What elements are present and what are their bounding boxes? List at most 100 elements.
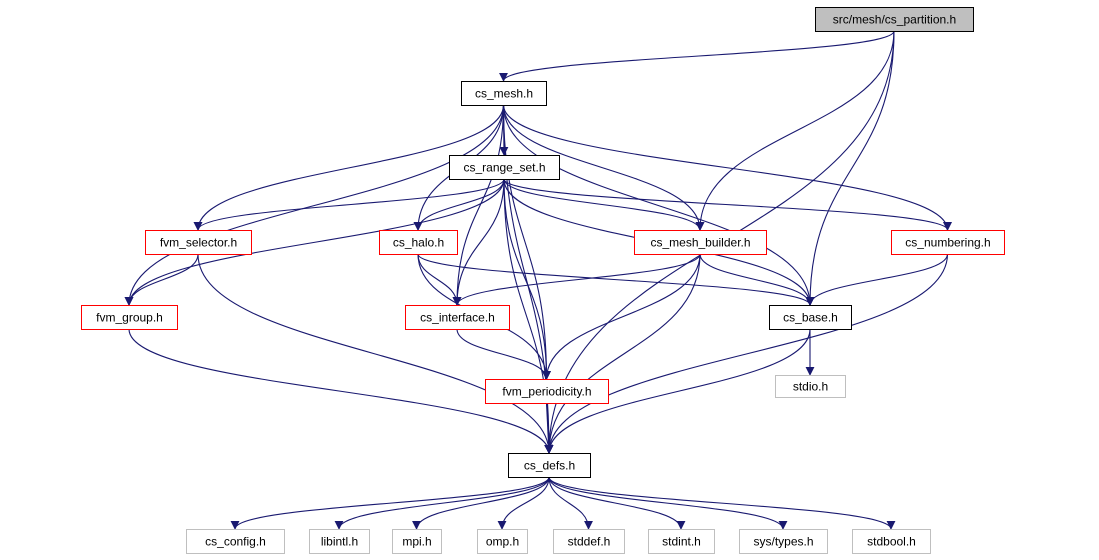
edge-fvm_selector-to-fvm_group <box>124 253 199 306</box>
node-box <box>508 453 591 478</box>
node-box <box>775 375 846 398</box>
edge-cs_range_set-to-cs_interface <box>452 178 505 306</box>
node-stdint: stdint.h <box>648 529 715 554</box>
node-label: fvm_periodicity.h <box>502 385 591 399</box>
node-box <box>485 379 609 404</box>
node-cs-numbering[interactable]: cs_numbering.h <box>891 230 1005 255</box>
node-stddef: stddef.h <box>553 529 625 554</box>
node-label: stdio.h <box>793 380 828 394</box>
edge-cs_range_set-to-fvm_selector <box>193 178 505 231</box>
edge-cs_mesh-to-fvm_selector <box>193 104 505 231</box>
node-cs-mesh-builder[interactable]: cs_mesh_builder.h <box>634 230 767 255</box>
node-label: cs_interface.h <box>420 311 495 325</box>
edge-cs_numbering-to-cs_base <box>805 253 949 306</box>
node-libintl: libintl.h <box>309 529 370 554</box>
edge-cs_range_set-to-cs_numbering <box>503 178 952 231</box>
edge-cs_partition-to-cs_mesh_builder <box>695 30 895 231</box>
edge-cs_mesh_builder-to-cs_defs <box>544 253 701 454</box>
node-label: omp.h <box>486 535 519 549</box>
node-box <box>379 230 458 255</box>
node-label: cs_numbering.h <box>905 236 990 250</box>
edge-cs_range_set-to-fvm_group <box>124 178 505 306</box>
edge-fvm_periodicity-to-cs_defs <box>544 402 554 454</box>
nodes-layer: src/mesh/cs_partition.h cs_mesh.h cs_range… <box>81 7 1005 554</box>
node-cs-config: cs_config.h <box>186 529 285 554</box>
node-box <box>815 7 974 32</box>
edge-cs_defs-to-stdint <box>548 476 686 530</box>
edge-cs_defs-to-stddef <box>548 476 593 530</box>
node-cs-partition[interactable]: src/mesh/cs_partition.h <box>815 7 974 32</box>
node-label: cs_halo.h <box>393 236 444 250</box>
edge-cs_base-to-cs_defs <box>544 328 811 454</box>
node-label: cs_base.h <box>783 311 838 325</box>
edge-cs_range_set-to-fvm_periodicity <box>503 178 551 380</box>
node-mpi: mpi.h <box>392 529 442 554</box>
node-fvm-selector[interactable]: fvm_selector.h <box>145 230 252 255</box>
node-label: cs_range_set.h <box>463 161 545 175</box>
edge-fvm_selector-to-cs_defs <box>197 253 554 454</box>
node-label: mpi.h <box>402 535 431 549</box>
node-box <box>477 529 528 554</box>
node-box <box>648 529 715 554</box>
edge-cs_range_set-to-cs_halo <box>413 178 505 231</box>
node-fvm-group[interactable]: fvm_group.h <box>81 305 178 330</box>
node-label: stdbool.h <box>867 535 916 549</box>
node-label: cs_mesh.h <box>475 87 533 101</box>
edge-cs_halo-to-cs_base <box>417 253 815 306</box>
node-label: sys/types.h <box>753 535 813 549</box>
edge-cs_mesh_builder-to-cs_interface <box>452 253 701 306</box>
node-cs-mesh[interactable]: cs_mesh.h <box>461 81 547 106</box>
node-omp: omp.h <box>477 529 528 554</box>
node-cs-halo[interactable]: cs_halo.h <box>379 230 458 255</box>
node-cs-defs[interactable]: cs_defs.h <box>508 453 591 478</box>
node-cs-interface[interactable]: cs_interface.h <box>405 305 510 330</box>
node-stdio: stdio.h <box>775 375 846 398</box>
edge-fvm_group-to-cs_defs <box>128 328 554 454</box>
node-box <box>145 230 252 255</box>
node-box <box>739 529 828 554</box>
edge-cs_defs-to-sys_types <box>548 476 788 530</box>
node-cs-range-set[interactable]: cs_range_set.h <box>449 155 560 180</box>
node-fvm-periodicity[interactable]: fvm_periodicity.h <box>485 379 609 404</box>
node-label: stddef.h <box>568 535 611 549</box>
edge-cs_mesh-to-fvm_group <box>124 104 505 306</box>
node-box <box>769 305 852 330</box>
node-label: src/mesh/cs_partition.h <box>833 13 956 27</box>
node-box <box>852 529 931 554</box>
node-box <box>309 529 370 554</box>
node-box <box>891 230 1005 255</box>
edge-cs_mesh_builder-to-cs_base <box>699 253 815 306</box>
node-cs-base[interactable]: cs_base.h <box>769 305 852 330</box>
node-label: cs_config.h <box>205 535 266 549</box>
edge-cs_defs-to-omp <box>497 476 550 530</box>
node-box <box>461 81 547 106</box>
node-box <box>81 305 178 330</box>
node-label: cs_defs.h <box>524 459 575 473</box>
edge-cs_numbering-to-cs_defs <box>544 253 949 454</box>
edge-cs_halo-to-cs_interface <box>417 253 462 306</box>
edge-cs_mesh_builder-to-fvm_periodicity <box>542 253 701 380</box>
node-stdbool: stdbool.h <box>852 529 931 554</box>
node-label: fvm_group.h <box>96 311 163 325</box>
edge-cs_defs-to-stdbool <box>548 476 896 530</box>
node-box <box>449 155 560 180</box>
node-label: stdint.h <box>662 535 701 549</box>
edge-cs_partition-to-cs_mesh <box>499 30 895 82</box>
edge-cs_mesh-to-cs_base <box>502 104 815 306</box>
edge-cs_mesh-to-cs_mesh_builder <box>502 104 705 231</box>
edge-cs_mesh-to-fvm_periodicity <box>502 104 551 380</box>
node-box <box>553 529 625 554</box>
node-sys-types: sys/types.h <box>739 529 828 554</box>
edge-cs_range_set-to-cs_mesh_builder <box>503 178 705 231</box>
edge-cs_defs-to-cs_config <box>230 476 550 530</box>
node-label: fvm_selector.h <box>160 236 237 250</box>
edge-cs_mesh-to-cs_numbering <box>502 104 952 231</box>
node-label: cs_mesh_builder.h <box>650 236 750 250</box>
node-box <box>392 529 442 554</box>
edge-cs_partition-to-cs_base <box>805 30 895 306</box>
edge-cs_mesh-to-cs_interface <box>452 104 505 306</box>
edge-cs_interface-to-fvm_periodicity <box>456 328 551 380</box>
edge-cs_defs-to-mpi <box>412 476 550 530</box>
node-box <box>405 305 510 330</box>
